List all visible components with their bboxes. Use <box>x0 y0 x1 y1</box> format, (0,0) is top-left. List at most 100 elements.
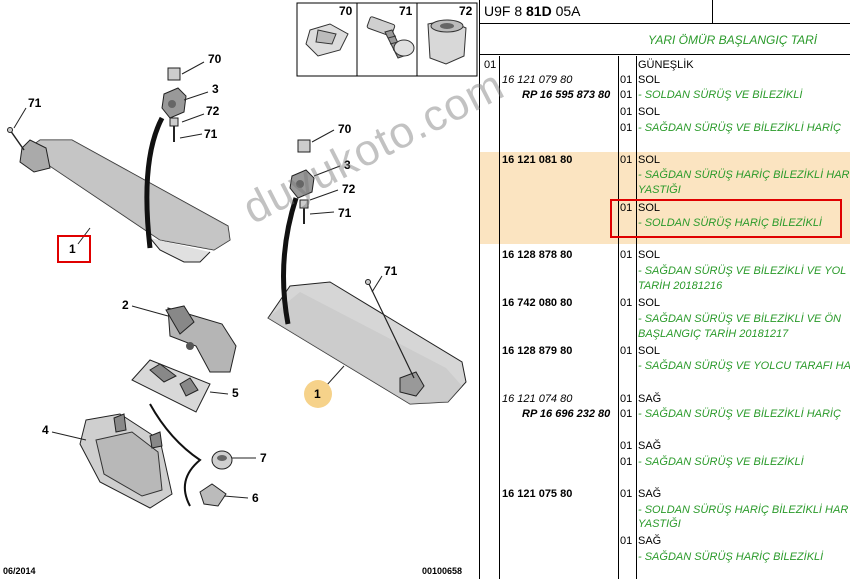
table-row-qty: 01 <box>620 154 633 166</box>
table-row-desc: SOL <box>638 154 661 166</box>
group-number: 01 <box>484 59 497 71</box>
table-row-qty: 01 <box>620 440 633 452</box>
table-row-note: - SAĞDAN SÜRÜŞ HARİÇ BİLEZİKLİ HAR <box>638 169 850 181</box>
column-header-bar: YARI ÖMÜR BAŞLANGIÇ TARİ <box>480 24 850 55</box>
table-row-desc: SAĞ <box>638 440 662 452</box>
callout-72-right: 72 <box>342 182 356 196</box>
catalog-code: U9F 8 81D 05A <box>484 3 581 19</box>
table-row-part-number[interactable]: 16 128 879 80 <box>502 345 573 357</box>
highlighted-row <box>480 152 850 244</box>
diagram-drawing <box>7 2 478 509</box>
table-row-note: BAŞLANGIÇ TARİH 20181217 <box>638 328 789 340</box>
table-row-note: - SAĞDAN SÜRÜŞ VE YOLCU TARAFI HAR <box>638 360 850 372</box>
exploded-parts-diagram: 70 71 72 70 3 72 71 71 1 70 3 72 71 71 1… <box>3 2 478 576</box>
col-divider-1 <box>499 56 500 579</box>
col-divider-2 <box>618 56 619 579</box>
table-row-desc: SOL <box>638 74 661 86</box>
parts-title-bar: U9F 8 81D 05A <box>480 0 850 24</box>
callout-1-left: 1 <box>69 242 76 256</box>
table-row-qty: 01 <box>620 345 633 357</box>
mirror-cover <box>131 359 211 413</box>
table-row-desc: SOL <box>638 345 661 357</box>
table-row-qty: 01 <box>620 297 633 309</box>
callout-4: 4 <box>42 423 49 437</box>
table-row-qty: 01 <box>620 535 633 547</box>
table-row-qty: 01 <box>620 488 633 500</box>
table-row-desc: SOL <box>638 297 661 309</box>
right-callout-yellow-circle <box>304 380 332 408</box>
inset-screw <box>366 16 415 59</box>
table-row-qty: 01 <box>620 89 633 101</box>
callout-2: 2 <box>122 298 129 312</box>
table-row-qty: 01 <box>620 202 633 214</box>
callout-70-left: 70 <box>208 52 222 66</box>
selected-part-highlight <box>610 199 842 238</box>
table-row-part-number[interactable]: 16 121 074 80 <box>502 393 573 405</box>
parts-list-panel: U9F 8 81D 05A YARI ÖMÜR BAŞLANGIÇ TARİ 0… <box>479 0 850 579</box>
inset-clip-nut <box>305 23 349 57</box>
table-row-note: YASTIĞI <box>638 518 681 530</box>
clip-part-6 <box>199 483 227 507</box>
left-hinge-bracket <box>161 67 187 142</box>
nut-part-7 <box>211 450 233 470</box>
callout-72-left: 72 <box>206 104 220 118</box>
diagram-date: 06/2014 <box>3 566 36 576</box>
table-row-qty: 01 <box>620 249 633 261</box>
right-sun-visor <box>267 279 467 405</box>
table-row-note: - SAĞDAN SÜRÜŞ VE BİLEZİKLİ <box>638 456 804 468</box>
table-row-desc: SOL <box>638 106 661 118</box>
table-row-desc: SOL <box>638 202 661 214</box>
inset-cap-nut <box>427 19 467 65</box>
callout-3-left: 3 <box>212 82 219 96</box>
table-row-heading: GÜNEŞLİK <box>638 59 694 71</box>
callout-6: 6 <box>252 491 259 505</box>
table-row-qty: 01 <box>620 393 633 405</box>
table-row-note: - SOLDAN SÜRÜŞ VE BİLEZİKLİ <box>638 89 803 101</box>
table-row-part-number[interactable]: 16 121 075 80 <box>502 488 573 500</box>
callout-7: 7 <box>260 451 267 465</box>
callout-71-right: 71 <box>338 206 352 220</box>
table-row-note: TARİH 20181216 <box>638 280 723 292</box>
callout-1-right: 1 <box>314 387 321 401</box>
table-row-part-number[interactable]: 16 121 079 80 <box>502 74 573 86</box>
table-row-rp-number[interactable]: RP 16 595 873 80 <box>522 89 611 101</box>
table-row-desc: SAĞ <box>638 488 662 500</box>
callout-3-right: 3 <box>344 158 351 172</box>
table-row-note: - SAĞDAN SÜRÜŞ VE BİLEZİKLİ VE YOL <box>638 265 847 277</box>
table-row-note: - SAĞDAN SÜRÜŞ HARİÇ BİLEZİKLİ <box>638 551 824 563</box>
table-row-qty: 01 <box>620 408 633 420</box>
mirror-housing <box>79 413 173 509</box>
half-life-start-header: YARI ÖMÜR BAŞLANGIÇ TARİ <box>648 33 818 47</box>
callout-71-right-visor: 71 <box>384 264 398 278</box>
left-sun-visor <box>7 127 231 263</box>
table-row-qty: 01 <box>620 74 633 86</box>
callout-71-left-visor: 71 <box>28 96 42 110</box>
table-row-note: - SAĞDAN SÜRÜŞ VE BİLEZİKLİ VE ÖN <box>638 313 841 325</box>
table-row-desc: SAĞ <box>638 535 662 547</box>
callout-5: 5 <box>232 386 239 400</box>
callout-71-left: 71 <box>204 127 218 141</box>
table-row-part-number[interactable]: 16 128 878 80 <box>502 249 573 261</box>
table-row-part-number[interactable]: 16 742 080 80 <box>502 297 573 309</box>
table-row-desc: SAĞ <box>638 393 662 405</box>
left-callout-red-box <box>57 235 91 263</box>
table-row-note: YASTIĞI <box>638 184 681 196</box>
table-row-note: - SOLDAN SÜRÜŞ HARİÇ BİLEZİKLİ HAR <box>638 504 849 516</box>
table-row-note: - SOLDAN SÜRÜŞ HARİÇ BİLEZİKLİ <box>638 217 822 229</box>
rear-view-mirror <box>165 305 237 373</box>
diagram-code: 00100658 <box>422 566 463 576</box>
inset-label-70: 70 <box>339 4 353 18</box>
col-divider-3 <box>636 56 637 579</box>
table-row-desc: SOL <box>638 249 661 261</box>
catalog-code-suffix: 05A <box>551 3 581 19</box>
table-row-note: - SAĞDAN SÜRÜŞ VE BİLEZİKLİ HARİÇ <box>638 122 841 134</box>
table-row-qty: 01 <box>620 456 633 468</box>
catalog-code-bold: 81D <box>526 3 552 19</box>
inset-label-72: 72 <box>459 4 473 18</box>
table-row-rp-number[interactable]: RP 16 696 232 80 <box>522 408 611 420</box>
table-row-part-number[interactable]: 16 121 081 80 <box>502 154 573 166</box>
inset-label-71: 71 <box>399 4 413 18</box>
callout-70-right: 70 <box>338 122 352 136</box>
right-hinge-bracket <box>289 139 315 224</box>
table-row-note: - SAĞDAN SÜRÜŞ VE BİLEZİKLİ HARİÇ <box>638 408 841 420</box>
